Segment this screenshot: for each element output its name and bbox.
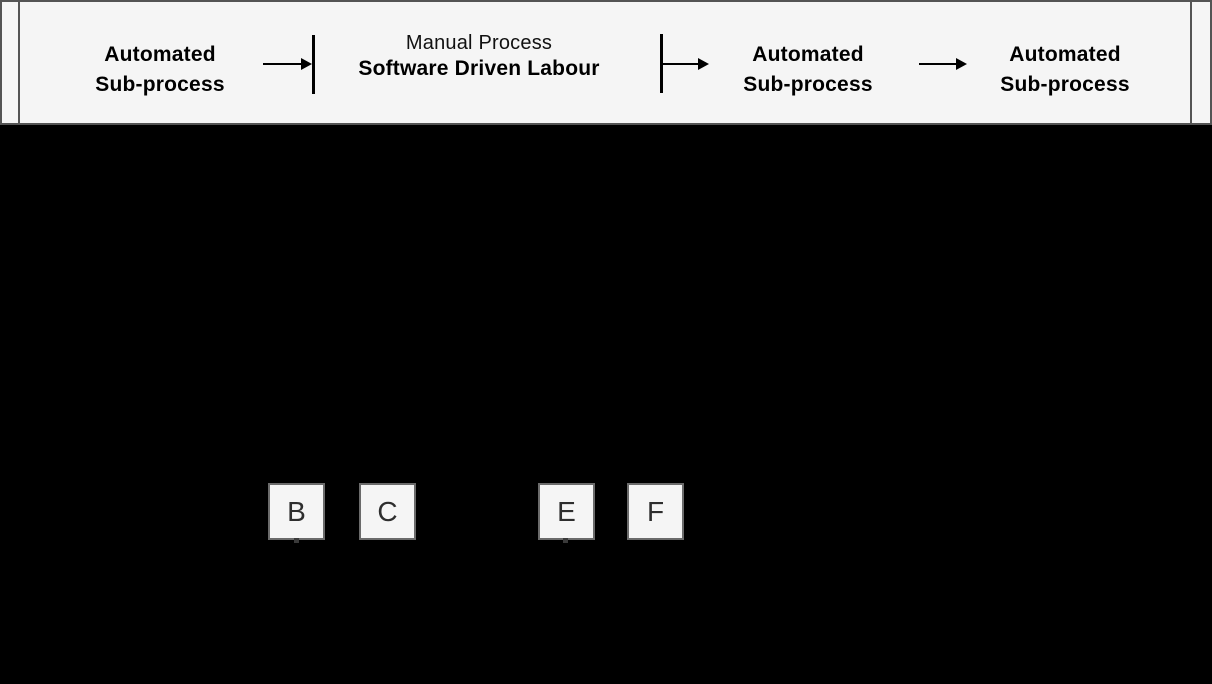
- band-right-divider: [1190, 2, 1192, 123]
- stage-label: Automated: [752, 43, 864, 66]
- stage-automated-1: Automated Sub-process: [95, 40, 224, 100]
- diagram-node-c[interactable]: C: [359, 483, 416, 540]
- node-label: C: [377, 495, 398, 527]
- diagram-node-b[interactable]: B: [268, 483, 325, 540]
- diagram-node-f[interactable]: F: [627, 483, 684, 540]
- diagram-node-e[interactable]: E: [538, 483, 595, 540]
- stage-label: Automated: [104, 43, 216, 66]
- stage-label: Sub-process: [1000, 73, 1130, 96]
- stage-label: Sub-process: [743, 73, 873, 96]
- flow-arrow-line: [919, 63, 956, 65]
- node-label: B: [287, 495, 306, 527]
- flow-boundary-bar: [660, 34, 663, 93]
- stage-manual-process: Manual Process Software Driven Labour: [358, 30, 599, 82]
- arrow-right-icon: [698, 58, 709, 70]
- connector-stub: [294, 538, 299, 543]
- connector-stub: [563, 538, 568, 543]
- stage-label: Software Driven Labour: [358, 57, 600, 80]
- arrow-right-icon: [301, 58, 312, 70]
- band-left-divider: [18, 2, 20, 123]
- stage-automated-3: Automated Sub-process: [1000, 40, 1129, 100]
- arrow-right-icon: [956, 58, 967, 70]
- stage-label: Automated: [1009, 43, 1121, 66]
- flow-arrow-line: [663, 63, 698, 65]
- node-label: F: [646, 495, 665, 527]
- flow-arrow-line: [263, 63, 302, 65]
- node-label: E: [557, 495, 576, 527]
- diagram-canvas: B C E F: [0, 125, 1212, 684]
- stage-label: Manual Process: [405, 32, 553, 54]
- process-flow-header: Automated Sub-process Manual Process Sof…: [0, 0, 1212, 125]
- stage-label: Sub-process: [95, 73, 225, 96]
- stage-automated-2: Automated Sub-process: [743, 40, 872, 100]
- flow-boundary-bar: [312, 35, 315, 94]
